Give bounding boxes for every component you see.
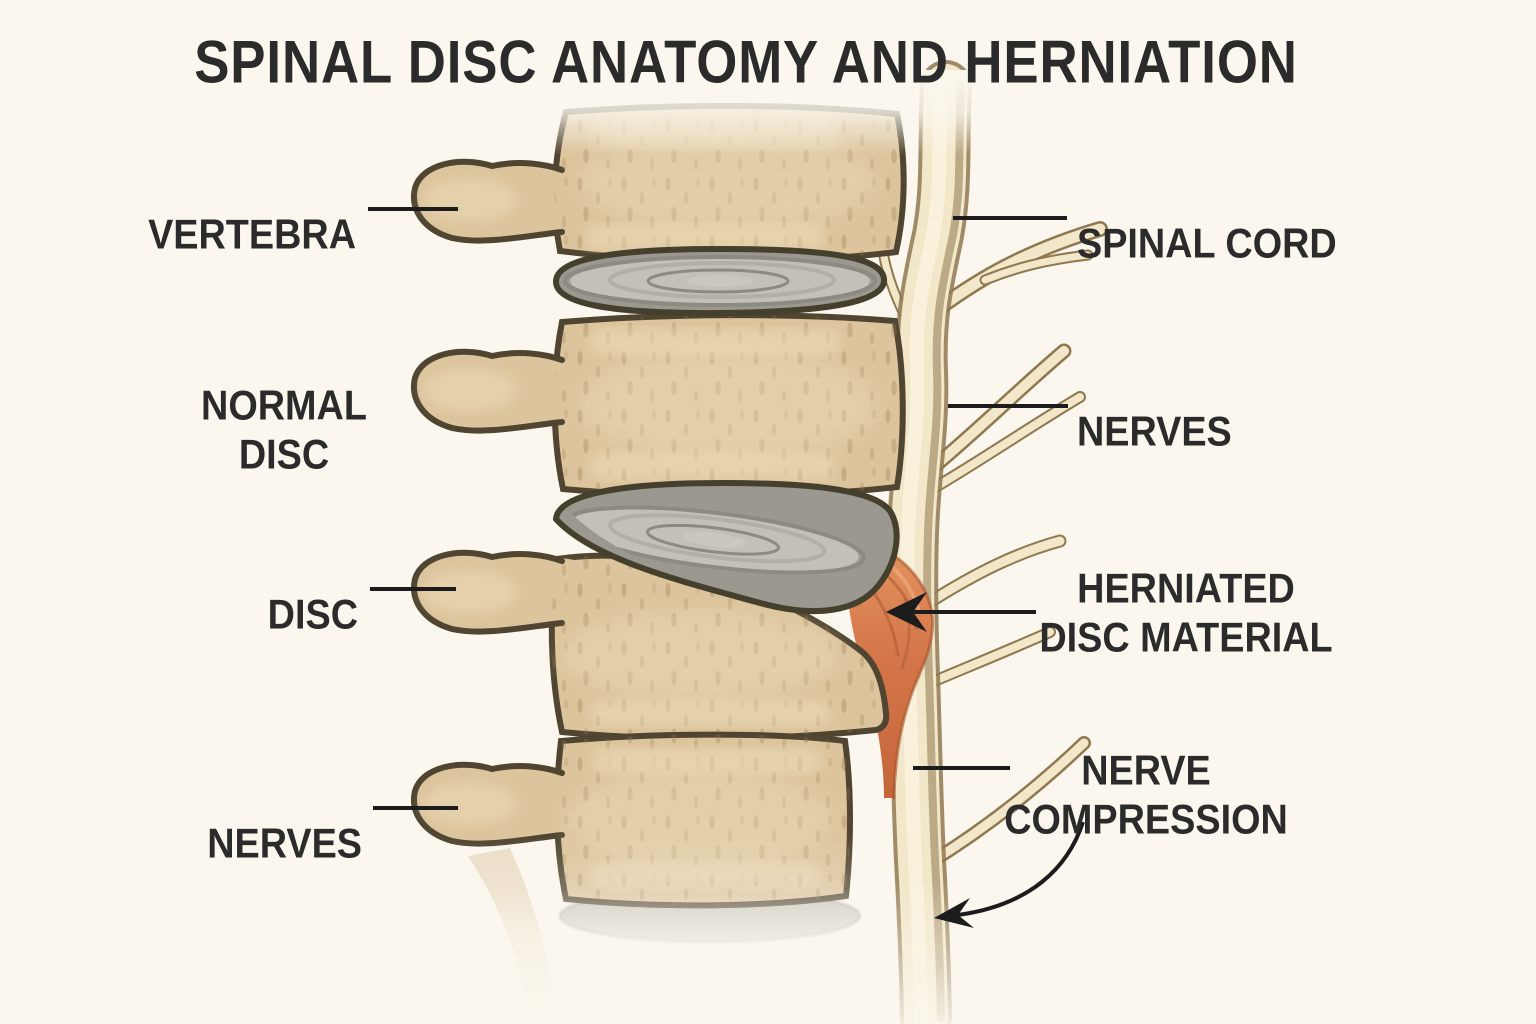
nerve-branch (923, 534, 1067, 609)
herniated-disc (552, 479, 900, 615)
nerve-branch (921, 736, 1091, 871)
nerve-branch (922, 343, 1072, 478)
label-normal-disc: NORMAL DISC (201, 381, 367, 478)
label-disc: DISC (267, 590, 358, 637)
arrow-herniated-disc-material (886, 592, 1036, 632)
nerve-branch (979, 249, 1094, 286)
label-vertebra: VERTEBRA (148, 210, 356, 257)
diagram-title: SPINAL DISC ANATOMY AND HERNIATION (119, 28, 1373, 97)
vertebra-2 (411, 312, 906, 499)
label-nerves-left: NERVES (207, 819, 362, 866)
label-nerves-right: NERVES (1077, 407, 1232, 454)
connectors (368, 207, 1085, 928)
bottom-fade (372, 835, 892, 1015)
diagram-title-text: SPINAL DISC ANATOMY AND HERNIATION (194, 28, 1298, 96)
vertebra-3 (411, 549, 890, 742)
arrow-nerve-compression (934, 821, 1085, 928)
spinal-cord (886, 60, 972, 1024)
normal-disc (552, 245, 887, 317)
label-herniated-disc-material: HERNIATED DISC MATERIAL (1039, 564, 1333, 661)
bottom-fade-cord (892, 880, 1017, 1024)
nerve-branch (926, 626, 1056, 688)
label-spinal-cord: SPINAL CORD (1077, 219, 1337, 266)
label-nerve-compression: NERVE COMPRESSION (1004, 746, 1288, 843)
top-fade (420, 70, 1020, 155)
